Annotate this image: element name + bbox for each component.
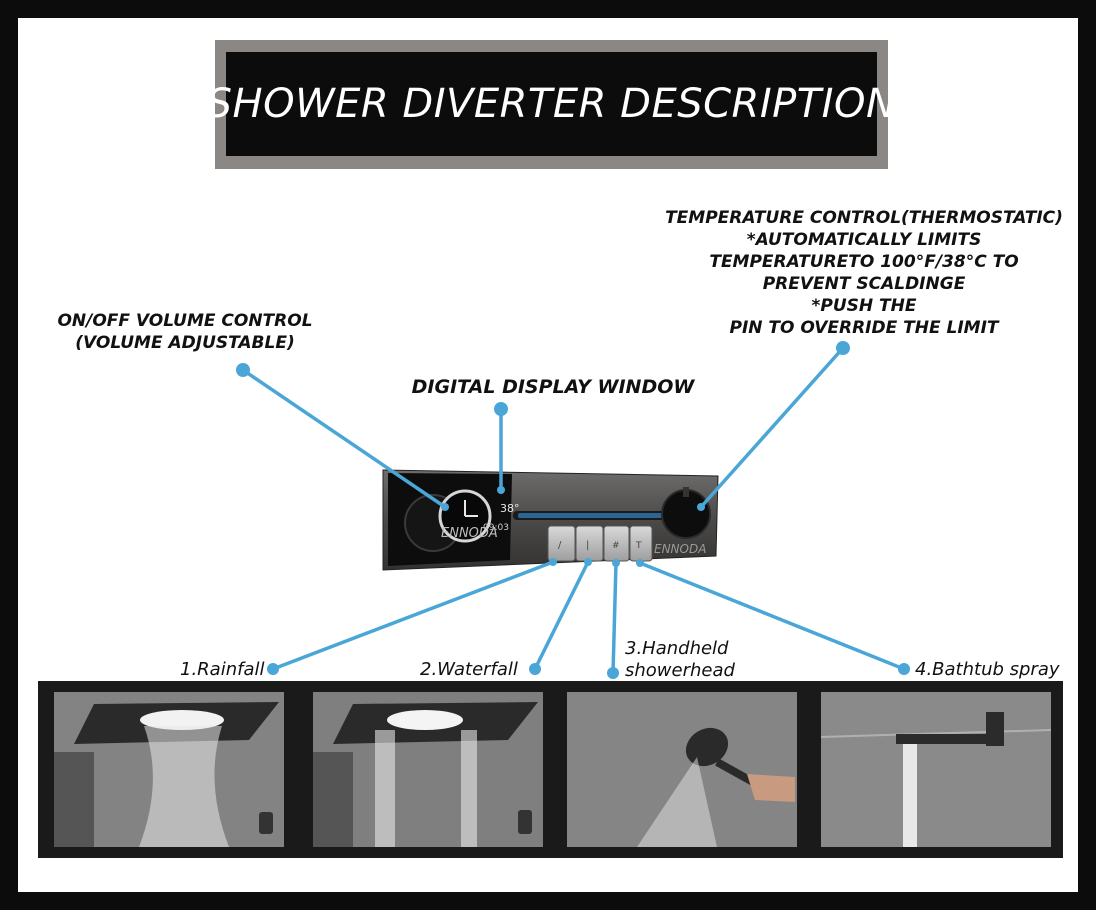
waterfall-photo [313,692,543,847]
volume-callout-line: (VOLUME ADJUSTABLE) [75,333,295,353]
temperature-callout-line: TEMPERATURE CONTROL(THERMOSTATIC) [665,208,1063,228]
mode-label-handheld-line1: 3.Handheld [625,638,729,659]
bathtub-photo [821,692,1051,847]
temperature-callout-line: PREVENT SCALDINGE [762,274,966,294]
handheld-photo [567,692,797,847]
page-title: SHOWER DIVERTER DESCRIPTION [206,81,897,127]
volume-callout-line: ON/OFF VOLUME CONTROL [57,311,313,331]
temperature-control-callout: TEMPERATURE CONTROL(THERMOSTATIC) *AUTOM… [648,207,1080,339]
temperature-callout-line: *AUTOMATICALLY LIMITS [746,230,982,250]
mode-label-handheld: 3.Handheld showerhead [625,638,735,682]
temperature-callout-line: PIN TO OVERRIDE THE LIMIT [729,318,999,338]
digital-display-callout: DIGITAL DISPLAY WINDOW [411,376,695,398]
mode-label-waterfall: 2.Waterfall [420,659,518,680]
rainfall-photo [54,692,284,847]
volume-control-callout: ON/OFF VOLUME CONTROL (VOLUME ADJUSTABLE… [40,310,330,354]
mode-label-rainfall: 1.Rainfall [180,659,265,680]
mode-label-handheld-line2: showerhead [625,660,735,681]
title-banner: SHOWER DIVERTER DESCRIPTION [207,52,896,156]
mode-label-bathtub: 4.Bathtub spray [915,659,1060,680]
temperature-callout-line: *PUSH THE [811,296,917,316]
temperature-callout-line: TEMPERATURETO 100°F/38°C TO [709,252,1019,272]
